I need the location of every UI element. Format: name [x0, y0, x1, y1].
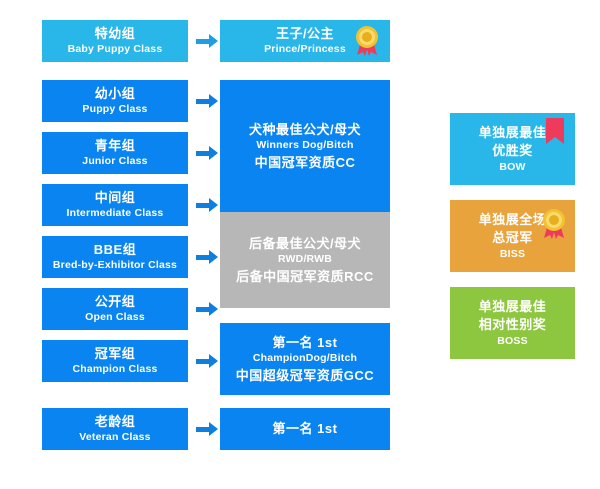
result-box-winners[interactable]: 犬种最佳公犬/母犬 Winners Dog/Bitch 中国冠军资质CC [220, 80, 390, 212]
class-label-cn: 青年组 [94, 138, 136, 154]
class-label-cn: 老龄组 [94, 414, 136, 430]
result-label-cn2: 后备中国冠军资质RCC [236, 268, 374, 284]
result-label-en: Winners Dog/Bitch [256, 139, 354, 152]
arrow-icon-baby-puppy [196, 34, 218, 48]
arrow-shaft [196, 38, 209, 44]
arrow-head [209, 198, 218, 212]
arrow-head [209, 422, 218, 436]
arrow-shaft [196, 202, 209, 208]
award-label-cn-line1: 单独展全场 [478, 212, 547, 228]
class-box-veteran[interactable]: 老龄组 Veteran Class [42, 408, 188, 450]
class-label-en: Puppy Class [82, 103, 148, 116]
class-box-champion[interactable]: 冠军组 Champion Class [42, 340, 188, 382]
ribbon-icon [546, 118, 564, 144]
arrow-shaft [196, 254, 209, 260]
class-label-cn: 幼小组 [94, 86, 136, 102]
class-label-cn: 冠军组 [94, 346, 136, 362]
arrow-icon-bbe [196, 250, 218, 264]
award-label-en: BOW [499, 161, 526, 174]
arrow-shaft [196, 306, 209, 312]
class-label-en: Champion Class [72, 363, 158, 376]
arrow-head [209, 354, 218, 368]
class-label-en: Bred-by-Exhibitor Class [52, 259, 178, 272]
class-box-open[interactable]: 公开组 Open Class [42, 288, 188, 330]
award-label-cn-line1: 单独展最佳 [478, 125, 547, 141]
result-label-cn: 王子/公主 [275, 26, 335, 42]
award-box-boss[interactable]: 单独展最佳 相对性别奖 BOSS [450, 287, 575, 359]
award-box-biss[interactable]: 单独展全场 总冠军 BISS [450, 200, 575, 272]
medal-icon [356, 26, 378, 56]
class-label-cn: 中间组 [94, 190, 136, 206]
result-box-veteran-first[interactable]: 第一名 1st [220, 408, 390, 450]
arrow-icon-veteran [196, 422, 218, 436]
result-label-en: ChampionDog/Bitch [252, 352, 358, 365]
medal-icon [543, 209, 565, 239]
award-label-cn-line2: 优胜奖 [492, 142, 533, 158]
class-box-intermediate[interactable]: 中间组 Intermediate Class [42, 184, 188, 226]
result-box-reserve-winners[interactable]: 后备最佳公犬/母犬 RWD/RWB 后备中国冠军资质RCC [220, 212, 390, 308]
arrow-icon-junior [196, 146, 218, 160]
award-label-cn-line1: 单独展最佳 [478, 299, 547, 315]
class-box-bbe[interactable]: BBE组 Bred-by-Exhibitor Class [42, 236, 188, 278]
class-label-en: Baby Puppy Class [67, 43, 163, 56]
class-box-puppy[interactable]: 幼小组 Puppy Class [42, 80, 188, 122]
class-label-cn: 特幼组 [94, 26, 136, 42]
result-label-en: RWD/RWB [277, 253, 333, 266]
result-label-cn2: 中国超级冠军资质GCC [235, 367, 375, 383]
award-label-en: BISS [499, 248, 526, 261]
arrow-icon-puppy [196, 94, 218, 108]
result-label-cn: 第一名 1st [272, 421, 338, 437]
arrow-icon-champion [196, 354, 218, 368]
arrow-head [209, 94, 218, 108]
result-box-prince-princess[interactable]: 王子/公主 Prince/Princess [220, 20, 390, 62]
class-label-cn: BBE组 [93, 242, 137, 258]
arrow-shaft [196, 358, 209, 364]
class-label-cn: 公开组 [94, 294, 136, 310]
arrow-head [209, 250, 218, 264]
class-label-en: Junior Class [82, 155, 148, 168]
award-label-cn-line2: 相对性别奖 [478, 316, 547, 332]
class-box-baby-puppy[interactable]: 特幼组 Baby Puppy Class [42, 20, 188, 62]
result-label-cn: 犬种最佳公犬/母犬 [248, 121, 362, 137]
award-label-en: BOSS [497, 335, 528, 348]
result-label-cn: 后备最佳公犬/母犬 [248, 235, 362, 251]
arrow-icon-intermediate [196, 198, 218, 212]
result-label-cn2: 中国冠军资质CC [254, 154, 356, 170]
arrow-head [209, 34, 218, 48]
result-label-cn: 第一名 1st [272, 334, 338, 350]
arrow-head [209, 146, 218, 160]
arrow-head [209, 302, 218, 316]
result-label-en: Prince/Princess [264, 43, 346, 56]
class-label-en: Open Class [85, 311, 145, 324]
arrow-icon-open [196, 302, 218, 316]
class-label-en: Intermediate Class [66, 207, 164, 220]
award-box-bow[interactable]: 单独展最佳 优胜奖 BOW [450, 113, 575, 185]
result-box-champion[interactable]: 第一名 1st ChampionDog/Bitch 中国超级冠军资质GCC [220, 323, 390, 395]
class-label-en: Veteran Class [79, 431, 151, 444]
arrow-shaft [196, 150, 209, 156]
class-box-junior[interactable]: 青年组 Junior Class [42, 132, 188, 174]
award-label-cn-line2: 总冠军 [492, 229, 533, 245]
arrow-shaft [196, 98, 209, 104]
arrow-shaft [196, 426, 209, 432]
